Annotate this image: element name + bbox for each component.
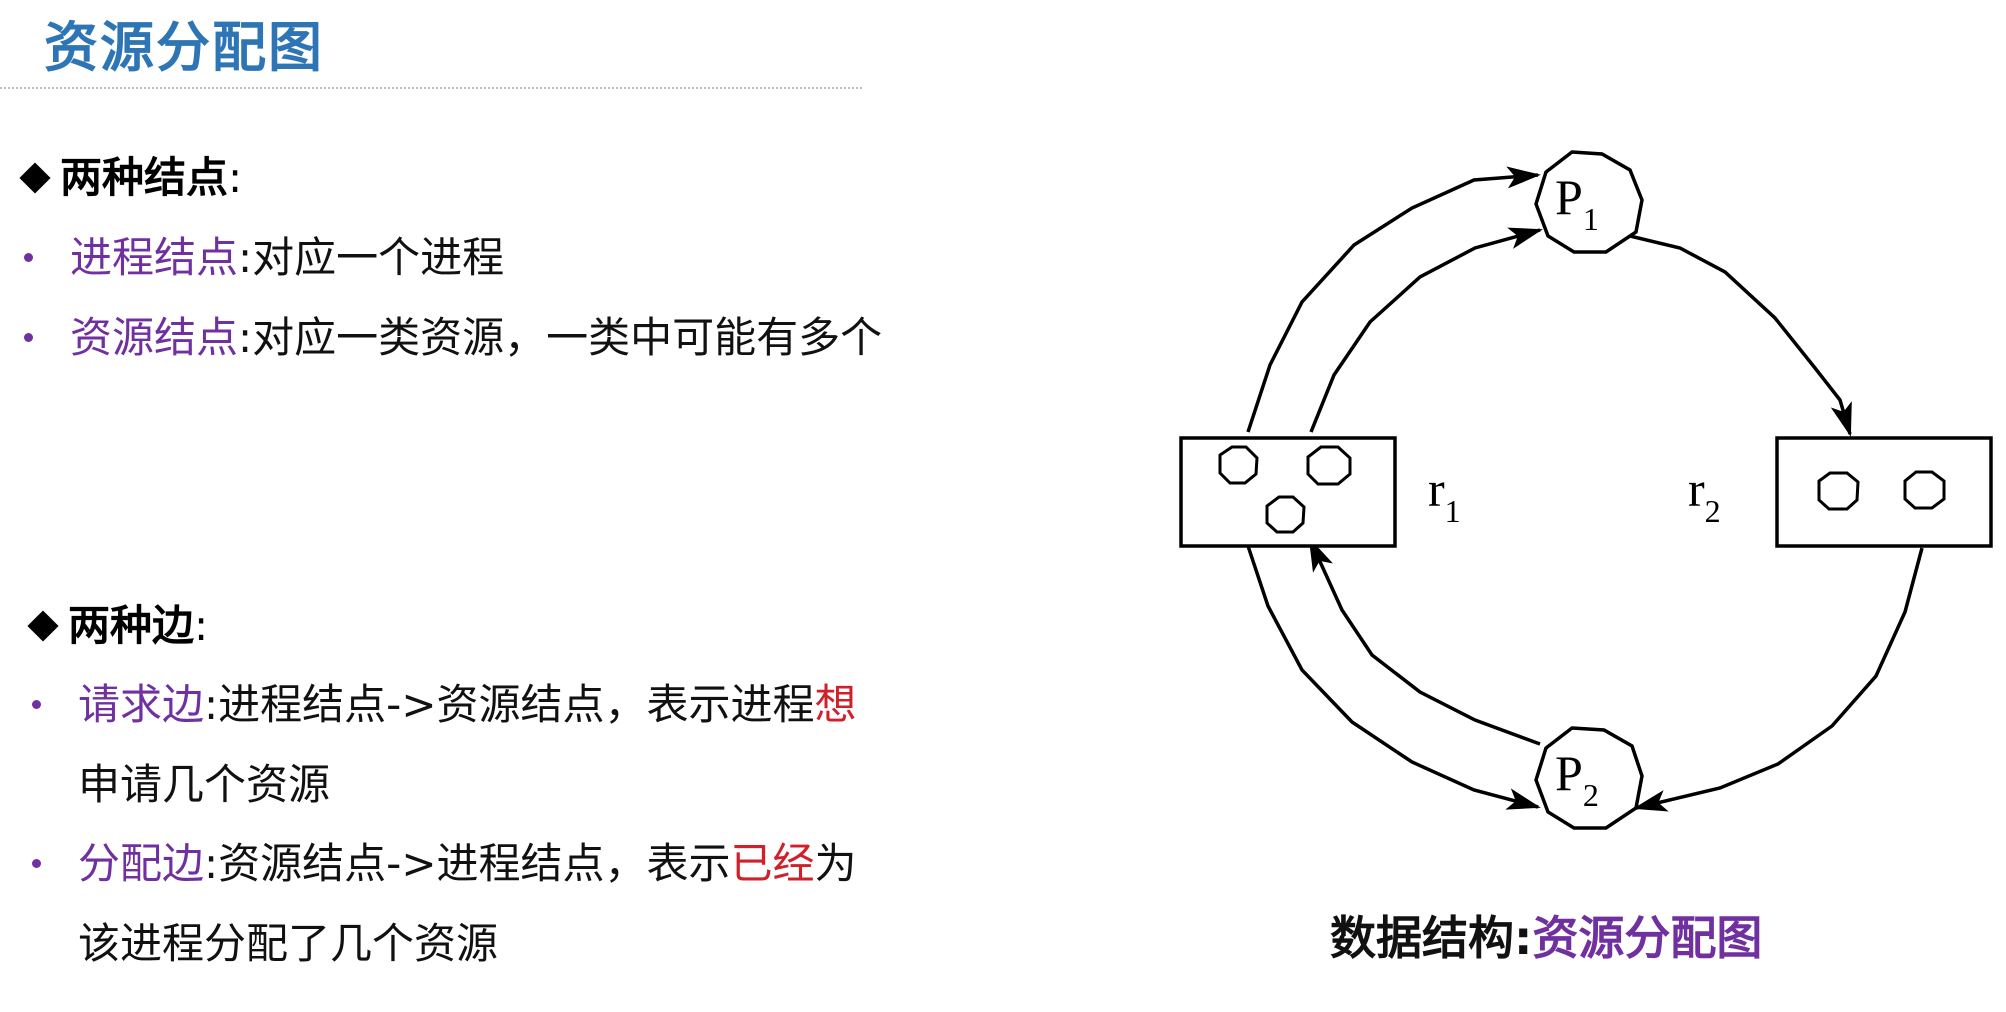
process-node-p2 <box>1534 726 1644 830</box>
bullet-dot-icon <box>24 333 33 342</box>
item-sep: : <box>238 233 253 282</box>
page-title: 资源分配图 <box>44 16 324 79</box>
resource-instance <box>1265 495 1306 534</box>
resource-node-term: 资源结点 <box>70 313 239 362</box>
resource-node-desc: 对应一类资源，一类中可能有多个 <box>252 313 883 362</box>
assignment-edge-item-line2: 该进程分配了几个资源 <box>78 919 499 968</box>
resource-instance <box>1218 445 1259 485</box>
heading-colon: : <box>194 601 209 650</box>
node-types-heading: 两种结点: <box>16 150 242 206</box>
request-edge-item: 请求边:进程结点->资源结点，表示进程想 <box>78 677 857 733</box>
bullet-dot-icon <box>24 253 33 262</box>
resource-r2-label: r2 <box>1688 461 1721 529</box>
resource-node-r2 <box>1775 436 1993 548</box>
item-sep: : <box>204 680 219 729</box>
edge-r2-to-p2 <box>1633 547 1924 812</box>
edge-r1-to-p1-outer <box>1246 166 1541 433</box>
node-types-heading-text: 两种结点 <box>60 153 229 202</box>
title-divider <box>0 87 862 89</box>
request-edge-highlight: 想 <box>814 680 857 729</box>
assignment-edge-highlight: 已经 <box>730 839 815 888</box>
caption-term: 资源分配图 <box>1532 911 1763 965</box>
item-sep: : <box>204 839 219 888</box>
process-node-term: 进程结点 <box>70 233 239 282</box>
edge-p1-to-r2 <box>1629 234 1852 437</box>
caption-prefix: 数据结构: <box>1330 911 1533 965</box>
resource-instance <box>1306 445 1352 486</box>
edge-types-heading-text: 两种边 <box>68 601 195 650</box>
edge-p2-to-r1 <box>1308 537 1541 746</box>
assignment-edge-desc-b: 为 <box>814 839 857 888</box>
assignment-edge-term: 分配边 <box>78 839 205 888</box>
resource-instance <box>1903 470 1946 510</box>
request-edge-item-line2: 申请几个资源 <box>78 760 331 809</box>
assignment-edge-item: 分配边:资源结点->进程结点，表示已经为 <box>78 836 857 892</box>
request-edge-desc-a: 进程结点->资源结点，表示进程 <box>218 680 815 729</box>
process-p1-label: P1 <box>1555 169 1599 237</box>
edge-types-heading: 两种边: <box>24 598 208 654</box>
assignment-edge-desc-a: 资源结点->进程结点，表示 <box>218 839 731 888</box>
bullet-dot-icon <box>32 859 41 868</box>
bullet-dot-icon <box>32 700 41 709</box>
heading-colon: : <box>228 153 243 202</box>
resource-node-item: 资源结点:对应一类资源，一类中可能有多个 <box>70 310 882 366</box>
resource-instance <box>1817 471 1860 511</box>
item-sep: : <box>238 313 253 362</box>
process-node-p1 <box>1534 150 1644 254</box>
resource-r1-label: r1 <box>1428 461 1461 529</box>
resource-node-r1 <box>1179 436 1397 548</box>
diagram-caption: 数据结构:资源分配图 <box>1330 908 1762 968</box>
edge-r1-to-p2 <box>1246 545 1541 810</box>
process-p2-label: P2 <box>1555 745 1599 813</box>
edge-r1-to-p1-inner <box>1309 227 1543 433</box>
process-node-desc: 对应一个进程 <box>252 233 505 282</box>
process-node-item: 进程结点:对应一个进程 <box>70 230 504 286</box>
request-edge-term: 请求边 <box>78 680 205 729</box>
